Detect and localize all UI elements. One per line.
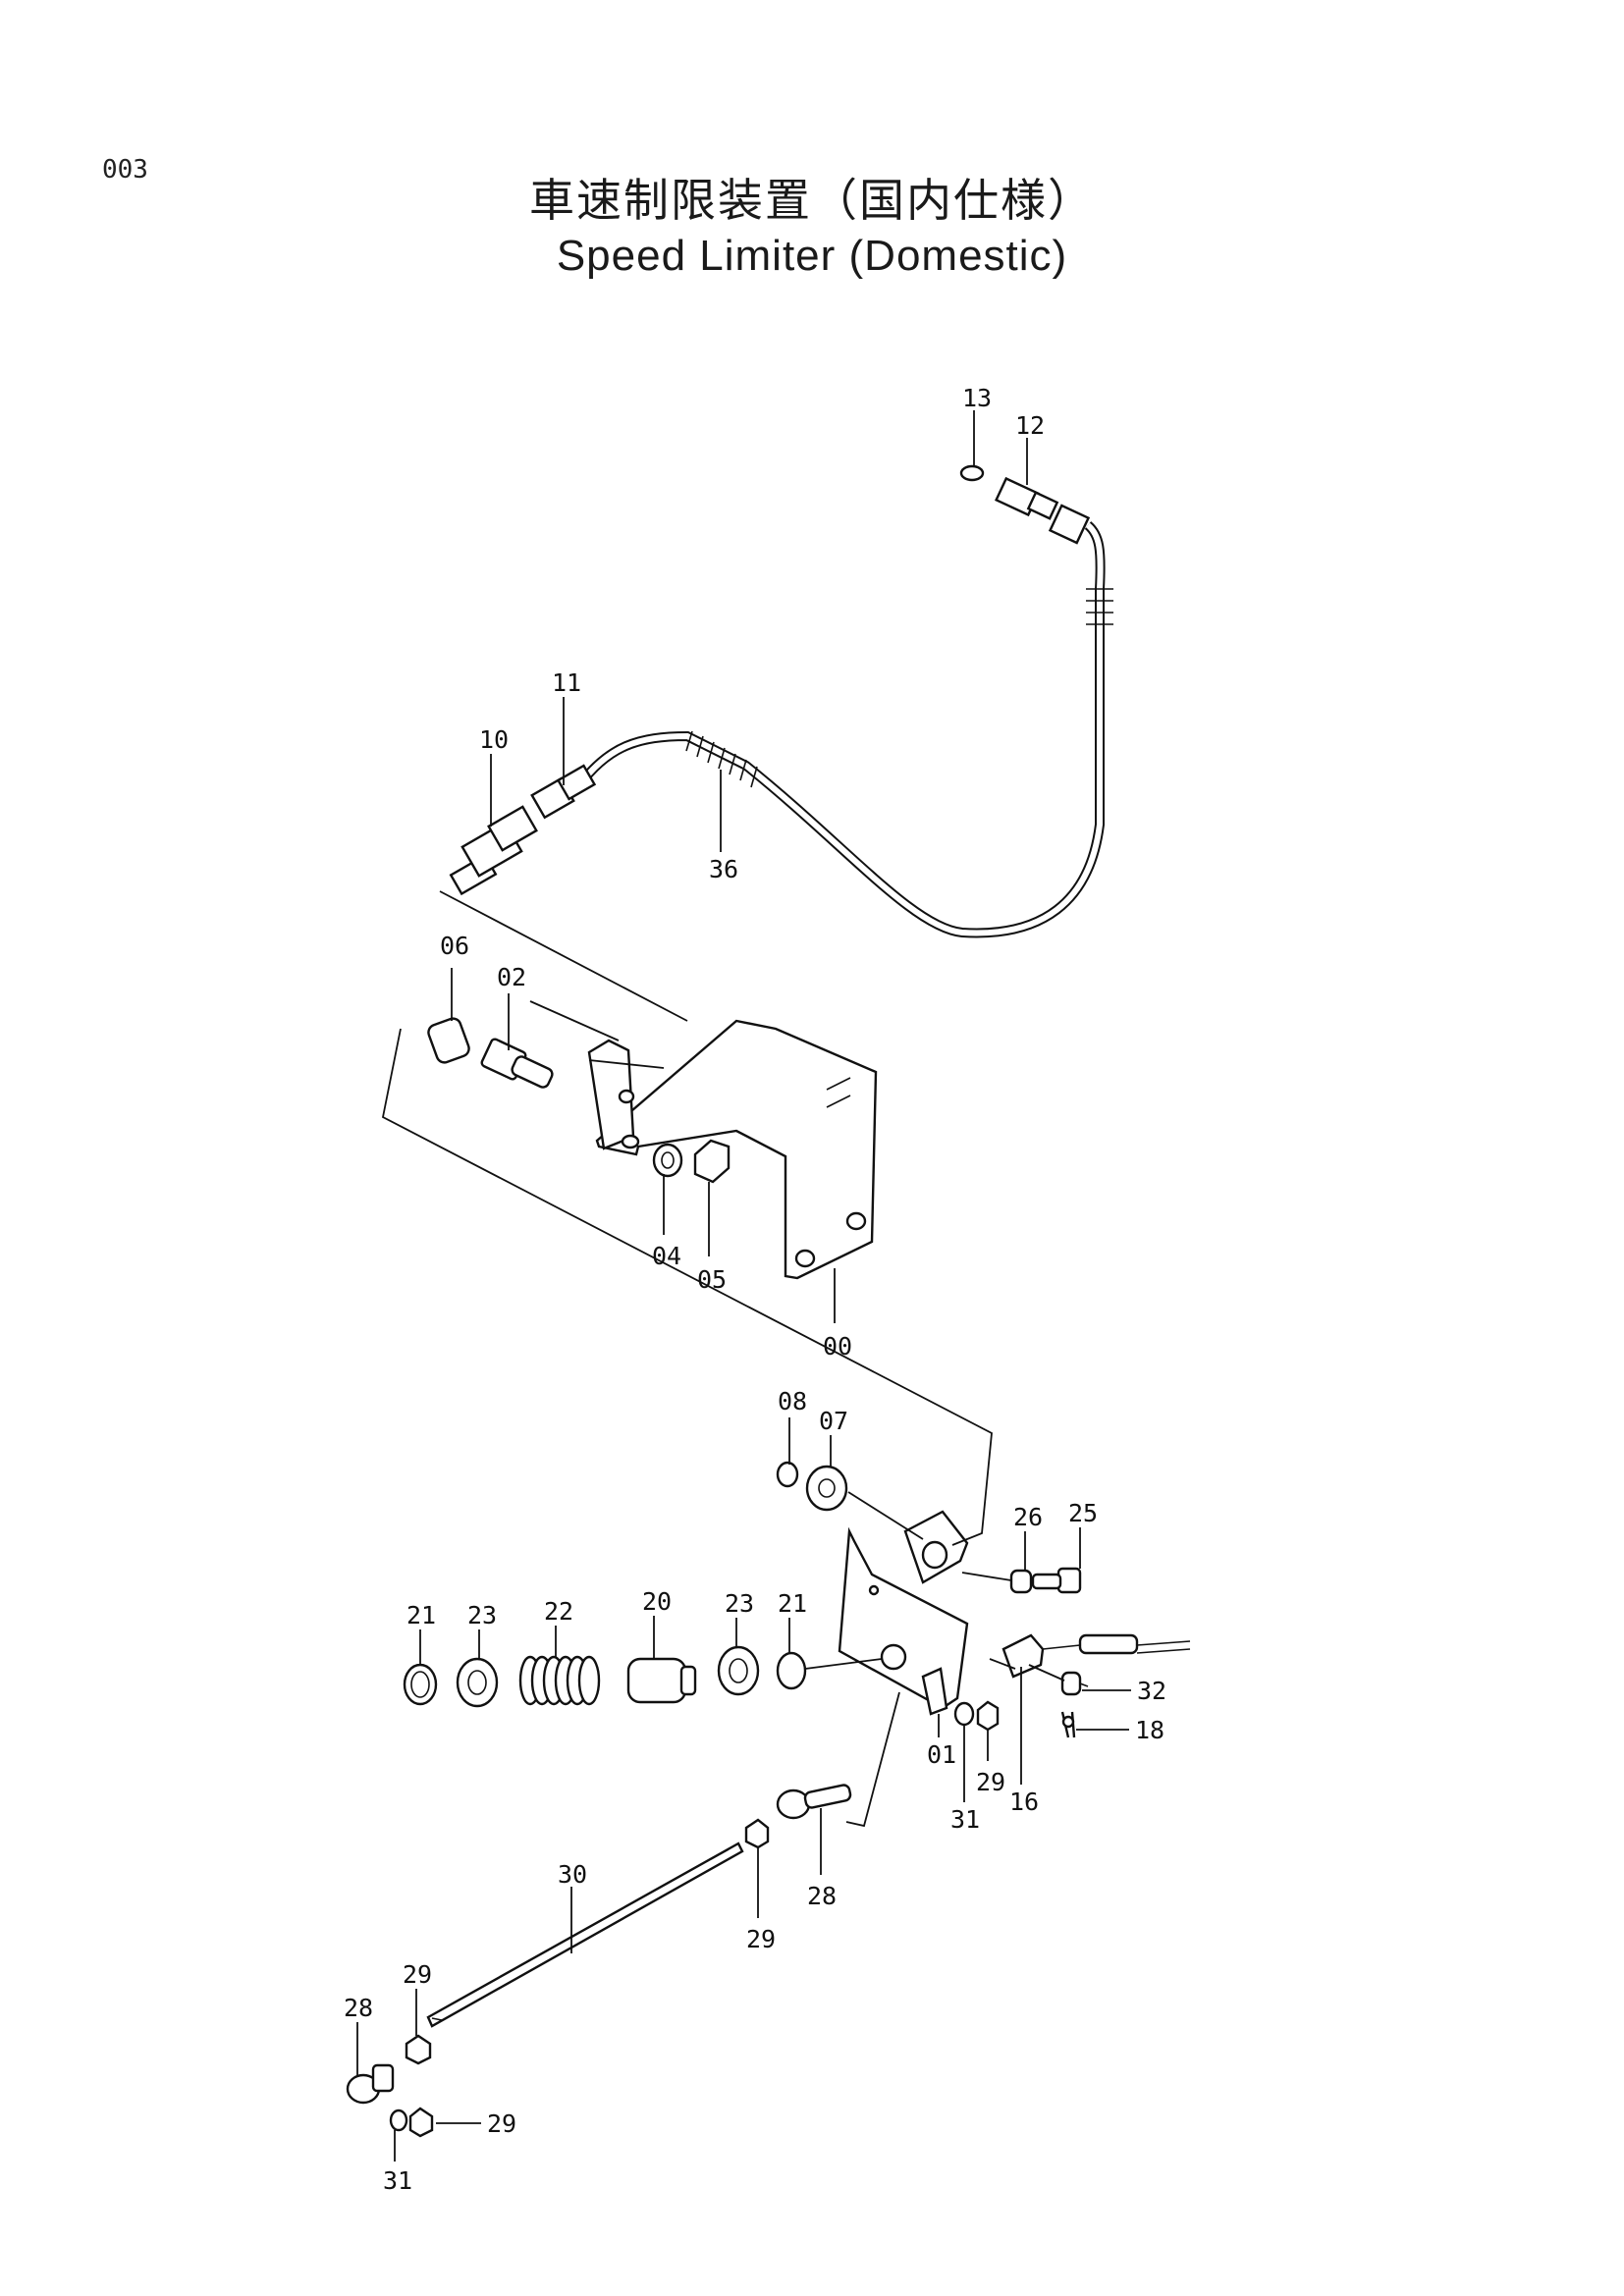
pin-20	[626, 1657, 697, 1704]
stud-01	[921, 1667, 948, 1716]
fitting-12	[995, 476, 1091, 545]
callout-29-bottom: 29	[487, 2109, 516, 2138]
nut-29-mid	[744, 1818, 770, 1849]
washer-23-right	[717, 1645, 760, 1696]
clip-21-left	[403, 1663, 438, 1706]
hose-assembly	[449, 464, 1113, 938]
callout-05: 05	[697, 1265, 727, 1294]
nut-05	[693, 1139, 731, 1184]
washer-04	[652, 1143, 683, 1178]
title-japanese: 車速制限装置（国内仕様）	[529, 174, 1095, 227]
callout-02: 02	[497, 963, 526, 991]
callout-13: 13	[962, 384, 992, 412]
washer-07	[805, 1465, 848, 1512]
callout-30: 30	[558, 1860, 587, 1889]
clip-21-right	[776, 1651, 807, 1690]
bolt-25	[1031, 1567, 1082, 1594]
callout-21-right: 21	[778, 1589, 807, 1618]
callout-18: 18	[1135, 1716, 1164, 1744]
pin-32	[1060, 1671, 1089, 1696]
lever-plate	[838, 1510, 969, 1710]
callout-20: 20	[642, 1587, 672, 1616]
spring-22	[518, 1655, 601, 1706]
callout-26: 26	[1013, 1503, 1043, 1531]
callout-32: 32	[1137, 1677, 1166, 1705]
callout-25: 25	[1068, 1499, 1098, 1527]
washer-23-left	[456, 1657, 499, 1708]
callout-31-right: 31	[950, 1805, 980, 1834]
callout-08: 08	[778, 1387, 807, 1415]
cable-end	[1042, 1633, 1191, 1655]
washer-31-lower	[389, 2109, 408, 2132]
fitting-11	[530, 764, 597, 820]
callout-31-lower: 31	[383, 2166, 412, 2195]
callout-06: 06	[440, 932, 469, 960]
callout-labels: 13 12 11 10 36 06 02 04 05 00 08 07 26 2…	[344, 384, 1166, 2195]
hose-36	[575, 521, 1106, 938]
assembly-lines	[381, 890, 1065, 1828]
callout-12: 12	[1015, 411, 1045, 440]
bracket-00	[587, 1019, 878, 1280]
clevis-16	[1001, 1633, 1045, 1679]
callout-28-lower: 28	[344, 1994, 373, 2022]
bushing-06	[427, 1017, 470, 1064]
page-number: 003	[102, 155, 148, 185]
fitting-10	[449, 805, 538, 896]
callout-29-lower: 29	[403, 1960, 432, 1989]
nut-29-lower	[405, 2034, 432, 2065]
callout-23-left: 23	[467, 1601, 497, 1629]
o-ring-13	[959, 464, 985, 482]
callout-10: 10	[479, 725, 509, 754]
bushing-26	[1009, 1569, 1033, 1594]
leader-lines	[356, 410, 1131, 2162]
callout-22: 22	[544, 1597, 573, 1626]
callout-29-right: 29	[976, 1768, 1005, 1796]
callout-01: 01	[927, 1740, 956, 1769]
title-english: Speed Limiter (Domestic)	[556, 232, 1068, 280]
cotter-pin-18	[1060, 1711, 1076, 1738]
callout-00: 00	[823, 1332, 852, 1361]
washer-31-right	[953, 1701, 975, 1727]
rod-end-28-lower	[346, 2063, 395, 2105]
callout-23-right: 23	[725, 1589, 754, 1618]
callout-36: 36	[709, 855, 738, 883]
callout-29-mid: 29	[746, 1925, 776, 1953]
callout-11: 11	[552, 668, 581, 697]
callout-04: 04	[652, 1242, 681, 1270]
clip-08	[776, 1461, 799, 1488]
callout-28-upper: 28	[807, 1882, 837, 1910]
callout-21-left: 21	[406, 1601, 436, 1629]
bolt-02	[480, 1038, 554, 1089]
rod-30	[426, 1842, 744, 2028]
callout-07: 07	[819, 1407, 848, 1435]
hose-ribs	[685, 588, 1113, 788]
callout-16: 16	[1009, 1788, 1039, 1816]
rod-end-28-upper	[776, 1784, 852, 1820]
nut-29-bottom	[408, 2107, 434, 2138]
nut-29-right	[976, 1700, 1000, 1732]
